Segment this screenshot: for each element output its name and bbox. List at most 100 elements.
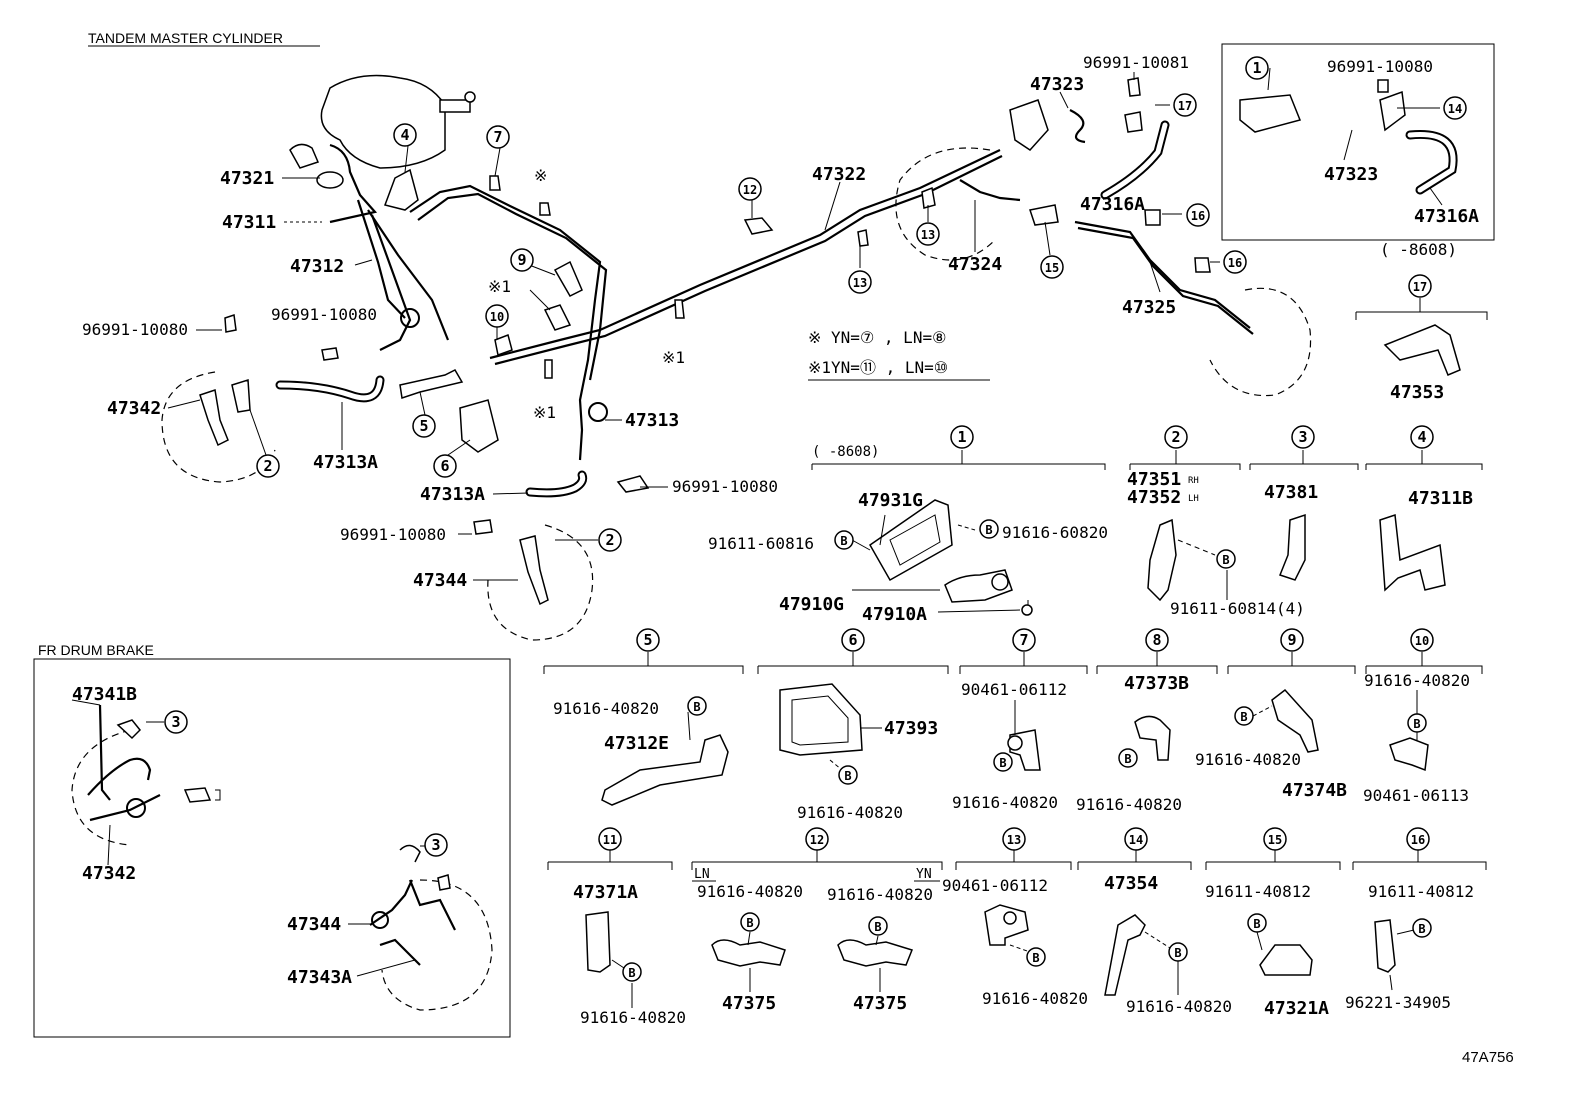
callout-5-detail: 5 [643, 631, 652, 649]
detail-11-parts [585, 911, 633, 1008]
d5-bolt-marker: B [693, 700, 700, 714]
d12-bolt-a-marker: B [746, 916, 753, 930]
d13-bolt-label: 91616-40820 [982, 989, 1088, 1008]
label-47342: 47342 [107, 398, 161, 419]
d9-bolt-label: 91616-40820 [1195, 750, 1301, 769]
d15-bolt-marker: B [1253, 917, 1260, 931]
brake-lines [329, 143, 1254, 461]
detail-3-parts [1279, 513, 1306, 581]
drum-label-47341B: 47341B [72, 684, 137, 705]
d8-bolt-label: 91616-40820 [1076, 795, 1182, 814]
label-47316A-inset: 47316A [1414, 206, 1479, 227]
d11-bolt-marker: B [628, 966, 635, 980]
d12-part-b-label: 47375 [853, 993, 907, 1014]
detail-7-parts [1007, 700, 1041, 771]
rotor-outlines [71, 147, 1312, 1011]
callout-2-main-a: 2 [263, 457, 272, 475]
label-47313A-b: 47313A [420, 484, 485, 505]
bolt-91611-60816: B [840, 534, 847, 548]
label-47351-rh: RH [1188, 476, 1199, 486]
drum-brake-frame [33, 658, 511, 1038]
callout-10-detail: 10 [1415, 634, 1429, 648]
callout-4-main: 4 [400, 126, 409, 144]
d14-part-label: 47354 [1104, 873, 1158, 894]
label-47323: 47323 [1030, 74, 1084, 95]
tandem-master-cylinder-title: TANDEM MASTER CYLINDER [88, 30, 283, 46]
label-47311B: 47311B [1408, 488, 1473, 509]
detail-2-parts [1147, 518, 1228, 602]
callout-17-main: 17 [1178, 99, 1192, 113]
callout-14-inset: 14 [1448, 102, 1462, 116]
d6-bolt-label: 91616-40820 [797, 803, 903, 822]
d12-bolt-b-marker: B [874, 920, 881, 934]
d13-top-label: 90461-06112 [942, 876, 1048, 895]
d10-bolt-marker: B [1413, 717, 1420, 731]
callout-11-detail: 11 [603, 833, 617, 847]
callout-6-main: 6 [440, 457, 449, 475]
callout-13-main-a: 13 [921, 228, 935, 242]
bolt-91611-60814: B [1222, 553, 1229, 567]
label-47352: 47352 [1127, 487, 1181, 508]
callout-15-detail: 15 [1268, 833, 1282, 847]
label-96991-10080-b: 96991-10080 [271, 305, 377, 324]
label-47311: 47311 [222, 212, 276, 233]
d13-bolt-marker: B [1032, 951, 1039, 965]
flex-hoses [275, 109, 1458, 498]
d8-bolt-marker: B [1124, 752, 1131, 766]
label-47910A: 47910A [862, 604, 927, 625]
label-47353: 47353 [1390, 382, 1444, 403]
label-47322: 47322 [812, 164, 866, 185]
label-47316A: 47316A [1080, 194, 1145, 215]
d15-bolt-label: 91611-40812 [1205, 882, 1311, 901]
detail-brackets-row2 [543, 652, 1483, 674]
label-47352-lh: LH [1188, 494, 1199, 504]
callout-4-detail: 4 [1417, 428, 1426, 446]
d12-bolt-b-label: 91616-40820 [827, 885, 933, 904]
callout-13-detail: 13 [1007, 833, 1021, 847]
label-96991-10080-d: 96991-10080 [340, 525, 446, 544]
label-96991-10080-a: 96991-10080 [82, 320, 188, 339]
label-47312: 47312 [290, 256, 344, 277]
detail-callouts-row1: 1 2 3 4 17 [950, 274, 1434, 449]
label-47313: 47313 [625, 410, 679, 431]
star1-marker-c: ※1 [533, 403, 556, 422]
figure-id: 47A756 [1462, 1049, 1514, 1066]
callout-3-detail: 3 [1298, 428, 1307, 446]
detail-1-parts [851, 499, 1033, 616]
callout-8-detail: 8 [1152, 631, 1161, 649]
d5-bolt-label: 91616-40820 [553, 699, 659, 718]
d10-bolt-label: 91616-40820 [1364, 671, 1470, 690]
callout-5-main: 5 [419, 417, 428, 435]
d6-bolt-marker: B [844, 769, 851, 783]
label-47313A-a: 47313A [313, 452, 378, 473]
detail-6-parts [779, 683, 882, 776]
label-91611-60816: 91611-60816 [708, 534, 814, 553]
drum-callout-3-b: 3 [431, 836, 440, 854]
detail-5-parts [601, 711, 729, 806]
label-96991-10080-c: 96991-10080 [672, 477, 778, 496]
d11-part-label: 47371A [573, 882, 638, 903]
detail-callouts-row3: 11 12 13 14 15 16 [598, 827, 1430, 851]
d9-part-label: 47374B [1282, 780, 1347, 801]
callout-13-main-b: 13 [853, 276, 867, 290]
d14-bolt-marker: B [1174, 946, 1181, 960]
drum-label-47343A: 47343A [287, 967, 352, 988]
d9-bolt-marker: B [1240, 710, 1247, 724]
detail-callouts-row2: 5 6 7 8 9 10 [636, 628, 1434, 652]
d12-ln-label: LN [694, 867, 710, 882]
fr-drum-brake-title: FR DRUM BRAKE [38, 642, 154, 658]
detail-4-parts [1379, 513, 1446, 592]
d16-bolt-marker: B [1418, 922, 1425, 936]
callout-16-main-a: 16 [1191, 209, 1205, 223]
inset-frame [1221, 43, 1495, 241]
d7-top-label: 90461-06112 [961, 680, 1067, 699]
callout-14-detail: 14 [1129, 833, 1143, 847]
star-marker-a: ※ [534, 166, 547, 185]
callout-16-main-b: 16 [1228, 256, 1242, 270]
d14-bolt-label: 91616-40820 [1126, 997, 1232, 1016]
label-96991-10080-inset: 96991-10080 [1327, 57, 1433, 76]
detail-9-parts [1252, 688, 1319, 753]
d7-bolt-label: 91616-40820 [952, 793, 1058, 812]
label-91616-60820: 91616-60820 [1002, 523, 1108, 542]
